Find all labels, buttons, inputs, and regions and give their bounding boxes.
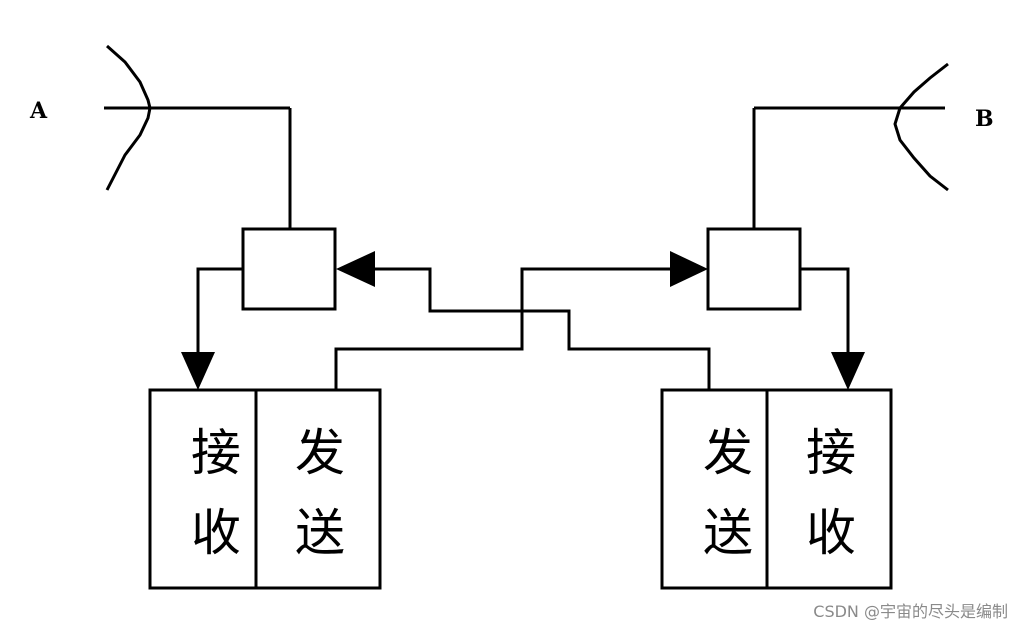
transceiver-a: 接 收 发 送 <box>148 388 382 590</box>
receiver-a-box <box>148 388 258 590</box>
transmitter-a-box <box>254 388 382 590</box>
antenna-a-dish <box>105 44 152 191</box>
transmitter-a-label-line2: 送 <box>295 504 345 562</box>
station-a-label: A <box>29 98 48 124</box>
csdn-watermark: CSDN @宇宙的尽头是编制 <box>813 602 1008 621</box>
receiver-b-box <box>765 388 893 590</box>
arrow-down-receiver-b <box>831 352 865 390</box>
duplexer-b <box>706 227 802 311</box>
wire-transmitter-b-to-duplexer-a <box>375 267 711 390</box>
arrow-left-duplexer-a <box>336 251 375 287</box>
receiver-a-label-line1: 接 <box>191 424 241 482</box>
transmitter-b-box <box>660 388 769 590</box>
transceiver-b: 发 送 接 收 <box>660 388 893 590</box>
receiver-a-label-line2: 收 <box>191 504 241 562</box>
wire-duplexer-a-to-receiver-a <box>196 267 243 352</box>
receiver-b-label-line1: 接 <box>806 424 856 482</box>
duplexer-a <box>241 227 337 311</box>
antenna-a <box>104 44 290 191</box>
antenna-b <box>754 62 949 192</box>
receiver-b-label-line2: 收 <box>806 504 856 562</box>
transmitter-b-label-line2: 送 <box>703 504 753 562</box>
antenna-b-dish <box>893 62 949 192</box>
arrow-right-duplexer-b <box>670 251 708 287</box>
transmitter-b-label-line1: 发 <box>703 424 753 482</box>
station-b-label: B <box>975 106 994 132</box>
wire-duplexer-b-to-receiver-b <box>800 267 850 352</box>
wire-transmitter-a-to-duplexer-b <box>334 267 672 390</box>
transmitter-a-label-line1: 发 <box>295 424 345 482</box>
arrow-down-receiver-a <box>181 352 215 390</box>
